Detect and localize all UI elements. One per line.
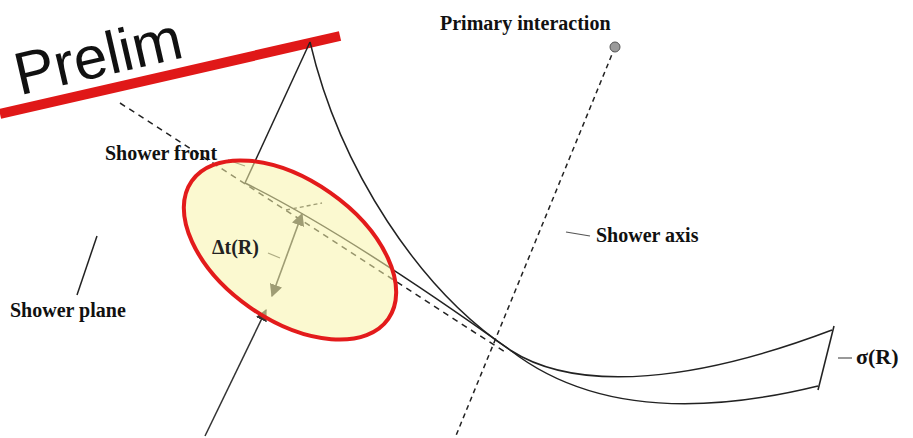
highlight-ellipse-outline — [152, 124, 429, 376]
pointer-arrow — [205, 310, 266, 436]
sigma-bracket — [818, 326, 834, 390]
symbol-label: σ(R) — [856, 345, 899, 369]
part-label: Shower front — [105, 142, 217, 164]
shower-axis-line — [455, 47, 615, 438]
plane-edge — [77, 236, 97, 295]
delta-t-label: Δt(R) — [212, 236, 259, 258]
leader-line — [566, 232, 590, 236]
point-label: Primary interaction — [440, 12, 611, 34]
leader-line — [838, 357, 852, 358]
primary-interaction-dot — [610, 42, 620, 52]
highlight-ellipse: Δt(R) — [175, 150, 405, 350]
part-label: Shower axis — [596, 224, 698, 246]
watermark-text: Prelim — [9, 8, 188, 105]
ellipse-shape — [175, 150, 405, 350]
front-curve — [510, 330, 832, 377]
part-label: Shower plane — [10, 299, 126, 321]
front-curve — [510, 350, 818, 404]
